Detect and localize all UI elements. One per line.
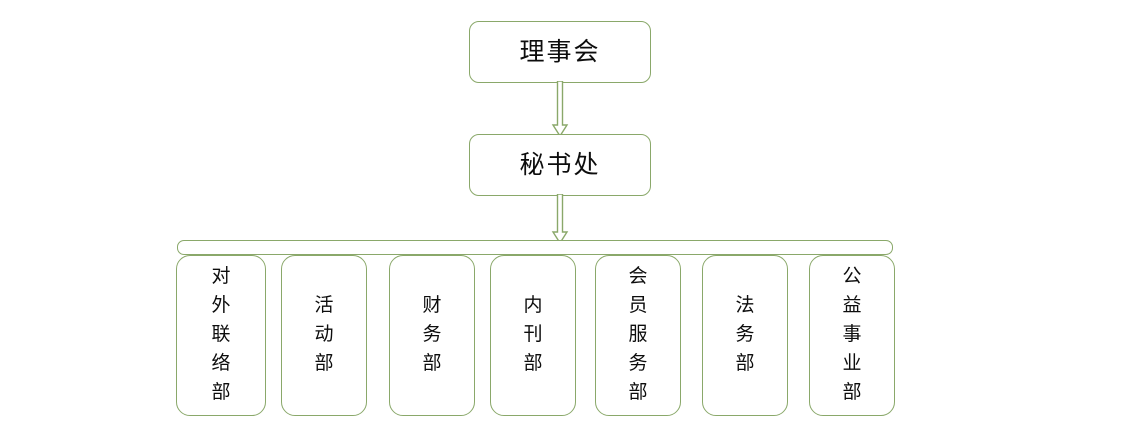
dept-char: 外 bbox=[211, 295, 231, 317]
dept-char: 对 bbox=[211, 266, 231, 288]
dept-char: 事 bbox=[842, 324, 862, 346]
dept-char: 内 bbox=[523, 295, 543, 317]
dept-char: 财 bbox=[422, 295, 442, 317]
node-department-activities-label: 活 动 部 bbox=[314, 292, 333, 379]
node-department-legal-affairs[interactable]: 法 务 部 bbox=[702, 255, 788, 416]
node-secretariat-label: 秘书处 bbox=[519, 151, 601, 179]
node-department-external-liaison-label: 对 外 联 络 部 bbox=[211, 263, 230, 407]
dept-char: 务 bbox=[735, 324, 755, 346]
connector-arrow-board-to-secretariat bbox=[550, 81, 570, 137]
node-department-external-liaison[interactable]: 对 外 联 络 部 bbox=[176, 255, 266, 416]
dept-char: 法 bbox=[735, 295, 755, 317]
dept-char: 服 bbox=[628, 324, 648, 346]
node-department-member-services-label: 会 员 服 务 部 bbox=[628, 263, 647, 407]
dept-char: 务 bbox=[422, 324, 442, 346]
node-department-finance-label: 财 务 部 bbox=[422, 292, 441, 379]
node-department-legal-affairs-label: 法 务 部 bbox=[735, 292, 754, 379]
dept-char: 部 bbox=[628, 381, 648, 403]
node-department-public-welfare-label: 公 益 事 业 部 bbox=[842, 263, 861, 407]
dept-char: 联 bbox=[211, 324, 231, 346]
dept-char: 部 bbox=[422, 352, 442, 374]
node-department-internal-publication-label: 内 刊 部 bbox=[523, 292, 542, 379]
dept-char: 部 bbox=[735, 352, 755, 374]
connector-arrow-secretariat-to-bar bbox=[550, 194, 570, 244]
dept-char: 活 bbox=[314, 295, 334, 317]
dept-char: 员 bbox=[628, 295, 648, 317]
dept-char: 部 bbox=[523, 352, 543, 374]
dept-char: 会 bbox=[628, 266, 648, 288]
department-distribution-bar bbox=[177, 240, 893, 255]
dept-char: 部 bbox=[314, 352, 334, 374]
node-board[interactable]: 理事会 bbox=[469, 21, 651, 83]
dept-char: 刊 bbox=[523, 324, 543, 346]
dept-char: 务 bbox=[628, 352, 648, 374]
dept-char: 业 bbox=[842, 352, 862, 374]
dept-char: 络 bbox=[211, 352, 231, 374]
node-board-label: 理事会 bbox=[519, 38, 601, 66]
dept-char: 动 bbox=[314, 324, 334, 346]
node-department-finance[interactable]: 财 务 部 bbox=[389, 255, 475, 416]
dept-char: 公 bbox=[842, 266, 862, 288]
dept-char: 部 bbox=[842, 381, 862, 403]
node-department-internal-publication[interactable]: 内 刊 部 bbox=[490, 255, 576, 416]
node-department-public-welfare[interactable]: 公 益 事 业 部 bbox=[809, 255, 895, 416]
node-secretariat[interactable]: 秘书处 bbox=[469, 134, 651, 196]
node-department-member-services[interactable]: 会 员 服 务 部 bbox=[595, 255, 681, 416]
node-department-activities[interactable]: 活 动 部 bbox=[281, 255, 367, 416]
dept-char: 益 bbox=[842, 295, 862, 317]
dept-char: 部 bbox=[211, 381, 231, 403]
